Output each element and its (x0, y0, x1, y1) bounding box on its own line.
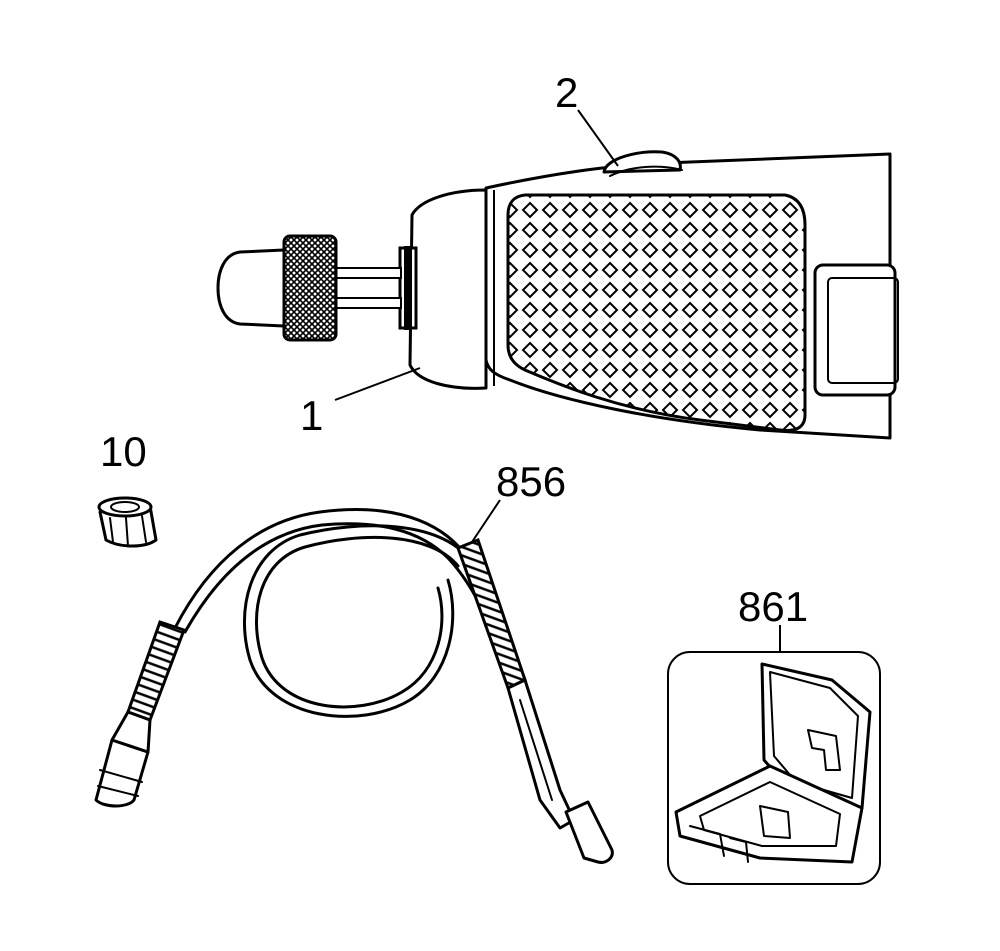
collet-cap (216, 248, 286, 328)
leader-856 (469, 499, 501, 546)
collet-knurl (282, 234, 338, 342)
storage-case (667, 651, 881, 885)
leader-2 (577, 109, 619, 167)
part-label-1: 1 (300, 392, 323, 439)
leader-1 (334, 367, 421, 401)
part-label-2: 2 (555, 69, 578, 116)
flexible-shaft (94, 508, 614, 864)
handpiece-tip (564, 800, 614, 864)
handpiece-spring (456, 538, 527, 691)
grip-panel (506, 193, 807, 432)
rotary-tool (216, 150, 899, 440)
collet-nut (97, 496, 158, 548)
part-label-861: 861 (738, 583, 808, 630)
part-label-10: 10 (100, 428, 147, 475)
part-label-856: 856 (496, 458, 566, 505)
nose-cap (408, 188, 488, 390)
side-window (813, 263, 897, 397)
handpiece (506, 678, 576, 830)
motor-end-spring (126, 620, 186, 722)
